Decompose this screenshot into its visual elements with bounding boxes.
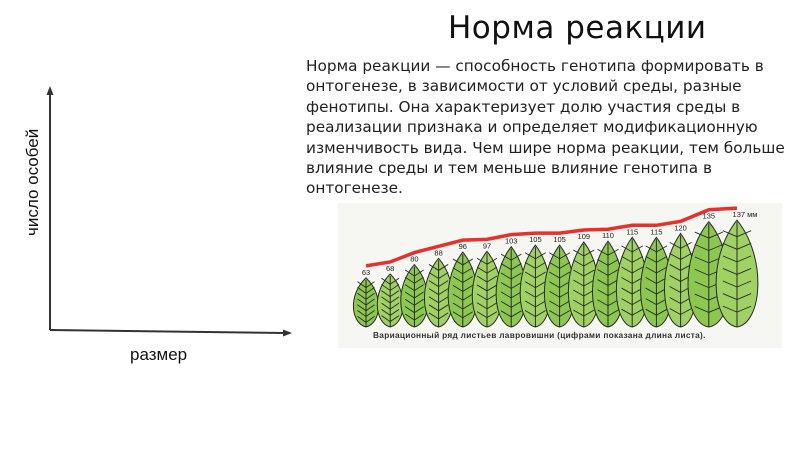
leaf-length-label: 137 мм [733, 210, 758, 219]
leaf-length-label: 120 [674, 223, 687, 232]
x-axis [49, 329, 286, 334]
leaf-icon [592, 240, 624, 328]
y-axis-arrow-icon [46, 86, 54, 95]
leaf-icon [471, 250, 503, 328]
leaf-length-label: 97 [483, 241, 491, 250]
leaf-icon [519, 244, 552, 328]
leaf-icon [495, 245, 527, 328]
paragraph-line: онтогенезе. [306, 179, 403, 198]
x-axis-label: размер [130, 345, 188, 364]
leaf-icon [400, 263, 429, 328]
leaf-length-label: 105 [529, 235, 542, 244]
empty-axes-diagram [46, 86, 292, 337]
leaf-length-label: 105 [553, 235, 566, 244]
leaf-length-label: 96 [459, 242, 467, 251]
leaf-length-label: 115 [650, 227, 662, 236]
paragraph-line: изменчивость вида. Чем шире норма реакци… [306, 138, 785, 157]
y-axis-label: число особей [23, 128, 42, 236]
slide-title: Норма реакции [448, 10, 707, 46]
figure-caption: Вариационный ряд листьев лавровишни (циф… [373, 330, 706, 340]
paragraph-line: влияние среды и тем меньше влияние генот… [306, 159, 713, 178]
leaf-length-label: 103 [505, 237, 518, 246]
paragraph-line: фенотипы. Она характеризует долю участия… [306, 97, 741, 116]
x-axis-arrow-icon [283, 329, 292, 337]
leaf-variation-figure: 63 68 80 88 96 97 103 105 105 109 110 115 115 120 135 1… [338, 203, 782, 348]
leaf-icon [543, 244, 576, 328]
leaf-length-label: 68 [386, 264, 394, 273]
leaf-length-label: 109 [578, 232, 591, 241]
leaf-icon [376, 273, 404, 328]
leaf-length-label: 115 [626, 227, 638, 236]
paragraph-line: онтогенезе, в зависимости от условий сре… [306, 77, 742, 96]
paragraph-line: Норма реакции — способность генотипа фор… [306, 57, 764, 75]
leaf-length-label: 110 [602, 231, 614, 240]
leaf-icon [715, 219, 759, 328]
paragraph-line: реализации признака и определяет модифик… [306, 118, 758, 137]
definition-paragraph: Норма реакции — способность генотипа фор… [306, 56, 800, 199]
leaf-length-label: 63 [362, 268, 370, 277]
length-trend-line [365, 206, 738, 268]
leaf-icon [615, 236, 649, 328]
leaf-length-label: 80 [410, 255, 418, 264]
leaf-series-illustration: 63 68 80 88 96 97 103 105 105 109 110 115 115 120 135 1… [352, 206, 759, 328]
leaf-length-label: 88 [434, 248, 442, 257]
leaf-icon [352, 277, 380, 328]
leaf-length-label: 135 [703, 212, 716, 221]
